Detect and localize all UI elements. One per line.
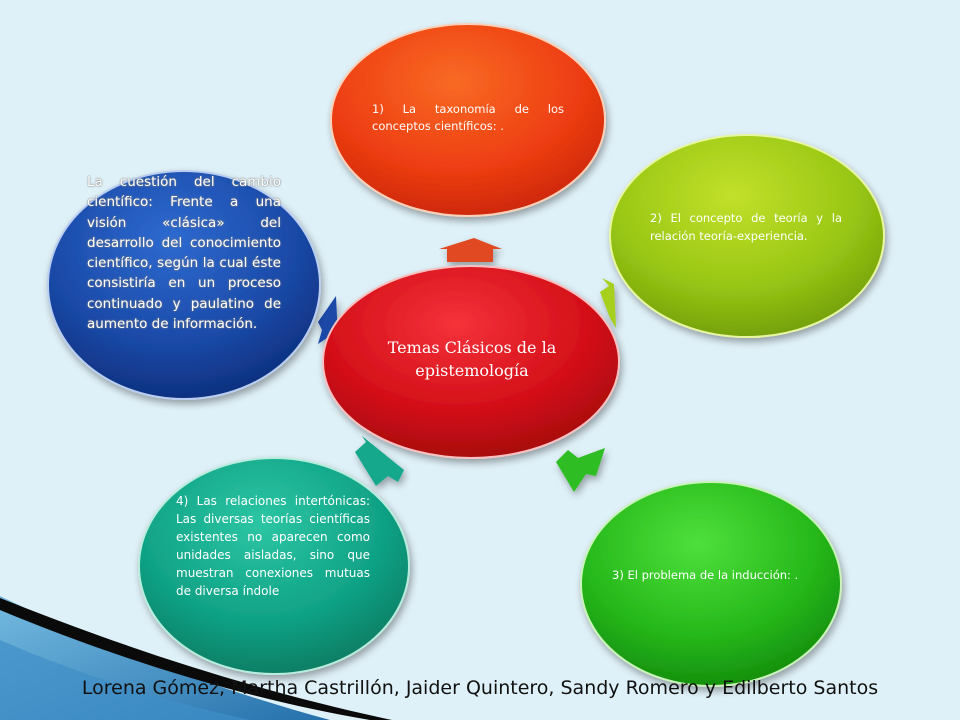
node-bottom-left-text: 4) Las relaciones intertónicas: Las dive…	[176, 494, 370, 598]
bubble-bottom-left	[138, 457, 410, 675]
footer-authors: Lorena Gómez, Martha Castrillón, Jaider …	[81, 677, 879, 699]
arrow-to-top	[439, 238, 502, 262]
bubble-top	[330, 23, 606, 217]
connector-arrows	[318, 238, 616, 492]
topic-bubbles	[47, 23, 885, 687]
bubble-right	[609, 134, 885, 338]
arrow-to-bottom-left	[355, 436, 404, 486]
bubble-left	[47, 170, 321, 400]
center-topic-label: Temas Clásicos de la epistemología	[387, 338, 557, 381]
bubble-bottom-right	[580, 481, 842, 687]
node-left-text: La cuestión del cambio científico: Frent…	[87, 174, 281, 332]
bubble-center	[322, 265, 620, 459]
corner-decoration	[0, 596, 392, 720]
node-right-text: 2) El concepto de teoría y la relación t…	[650, 211, 842, 244]
arrow-to-right	[600, 278, 616, 328]
node-top-text: 1) La taxonomía de los conceptos científ…	[372, 102, 564, 133]
arrow-to-bottom-right	[556, 448, 605, 492]
node-bottom-right-text: 3) El problema de la inducción: .	[612, 568, 799, 582]
